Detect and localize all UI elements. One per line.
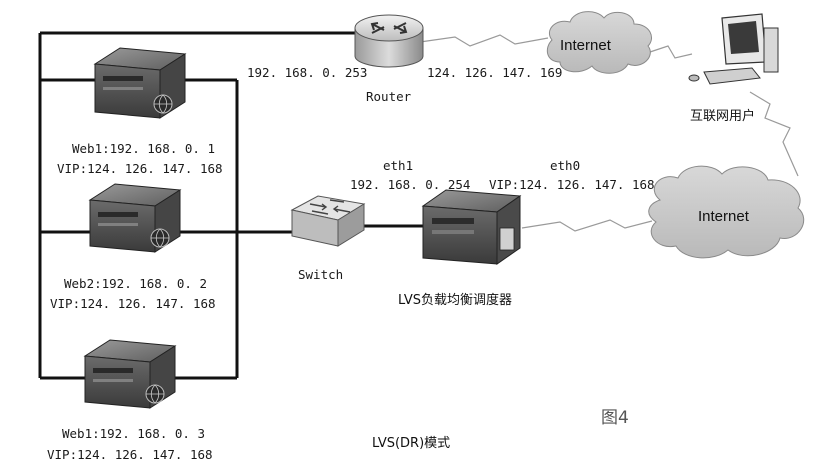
lvs-card (499, 227, 515, 251)
user-label: 互联网用户 (690, 108, 755, 124)
lvs-director (421, 189, 522, 265)
web3-bezel (93, 368, 133, 373)
switch-arrows-icon (309, 199, 351, 215)
router-lan-ip: 192. 168. 0. 253 (247, 65, 367, 80)
figure-label: 图4 (601, 408, 629, 428)
web1-drive (103, 87, 143, 90)
web2-name-ip: Web2:192. 168. 0. 2 (64, 276, 207, 291)
mouse (688, 74, 700, 82)
switch-label: Switch (298, 267, 343, 282)
internet-cloud-bottom: Internet (648, 165, 805, 259)
web2-drive (98, 223, 138, 226)
lvs-label: LVS负载均衡调度器 (398, 292, 512, 308)
cloud-bottom-shape (648, 165, 805, 259)
web2-vip: VIP:124. 126. 147. 168 (50, 296, 216, 311)
web1-name-ip: Web1:192. 168. 0. 1 (72, 141, 215, 156)
router-top (354, 14, 424, 42)
router-wan-ip: 124. 126. 147. 169 (427, 65, 562, 80)
cloud-top-shape (546, 11, 652, 74)
router-label: Router (366, 89, 412, 104)
web1-vip: VIP:124. 126. 147. 168 (57, 161, 223, 176)
lvs-front (422, 205, 498, 265)
lvs-eth1-label: eth1 (383, 158, 413, 173)
router-arrows-icon (370, 22, 408, 34)
router-internet-link (419, 34, 549, 47)
web-server-1 (93, 47, 187, 119)
lvs-eth1-ip: 192. 168. 0. 254 (350, 177, 470, 192)
internet-user-link (649, 45, 693, 59)
lvs-bezel (432, 218, 474, 224)
web2-bezel (98, 212, 138, 217)
internet-links (419, 34, 799, 232)
web3-name-ip: Web1:192. 168. 0. 3 (62, 426, 205, 441)
switch-side (337, 203, 365, 247)
monitor-screen (728, 21, 759, 54)
web-server-2 (88, 183, 182, 253)
switch (290, 195, 366, 247)
lvs-drive (432, 230, 474, 234)
web1-front (94, 63, 161, 119)
web-server-3 (83, 339, 177, 409)
internet-cloud-top: Internet (546, 11, 652, 74)
lvs-eth0-label: eth0 (550, 158, 580, 173)
web1-globe-lines (154, 94, 172, 114)
web3-globe-lines (146, 384, 164, 404)
diagram-caption: LVS(DR)模式 (372, 436, 450, 451)
user-pc (688, 13, 779, 85)
web1-bezel (103, 76, 143, 81)
internet-top-label: Internet (560, 37, 612, 54)
web2-globe-lines (151, 228, 169, 248)
web3-vip: VIP:124. 126. 147. 168 (47, 447, 213, 462)
cpu-tower (763, 27, 779, 73)
user-internet-link (749, 91, 799, 177)
keyboard (703, 67, 761, 85)
web3-drive (93, 379, 133, 382)
lvs-internet-link (521, 219, 653, 232)
router (354, 14, 424, 68)
lan-wiring (38, 31, 425, 380)
internet-bottom-label: Internet (698, 208, 750, 225)
lvs-eth0-vip: VIP:124. 126. 147. 168 (489, 177, 655, 192)
